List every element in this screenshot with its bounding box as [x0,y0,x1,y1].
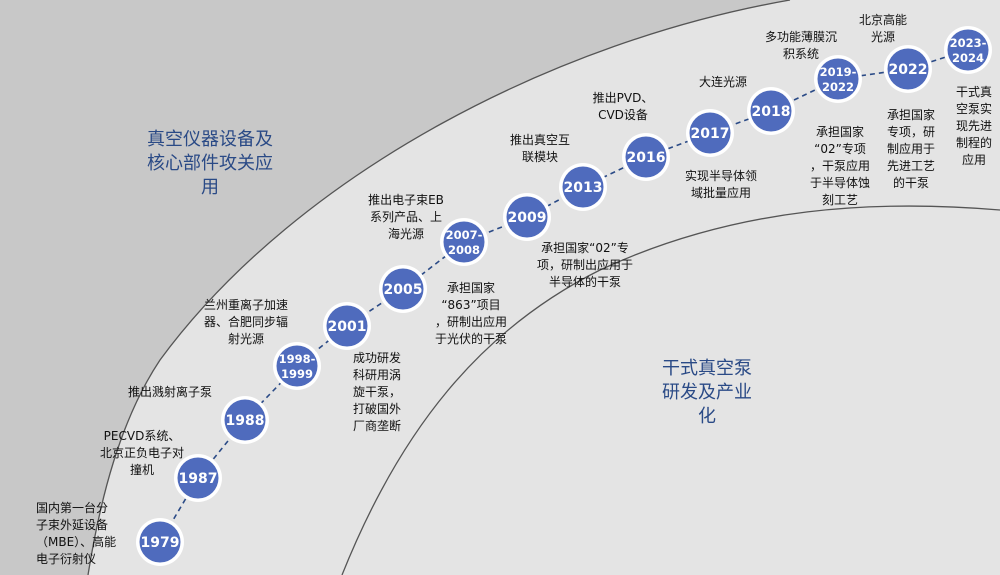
node-year-label: 2016 [627,150,666,166]
lower-curve [341,205,1000,575]
milestone-node-2018: 2018 [747,87,795,135]
node-circle [326,305,368,347]
note-1988: 推出溅射离子泵 [128,385,213,399]
zone-label-lower: 干式真空泵 研发及产业 化 [662,358,752,427]
node-circle [750,90,792,132]
note-2022: 多功能薄膜沉 积系统 [764,30,837,61]
note-2022-detail: 承担国家 专项，研 制应用于 先进工艺 的干泵 [886,108,935,190]
note-2016: 推出PVD、 CVD设备 [592,91,654,122]
node-year-label: 1998- [279,352,316,366]
milestone-node-1987: 1987 [174,454,222,502]
note-2017: 实现半导体领 域批量应用 [684,169,757,200]
node-circle [443,221,485,263]
note-2013: 推出真空互 联模块 [509,133,570,164]
node-circle [817,58,859,100]
node-year-label: 2024 [952,51,984,65]
node-circle [689,112,731,154]
milestone-node-1998-1999: 1998-1999 [273,342,321,390]
milestone-node-2009: 2009 [503,193,551,241]
node-year-label: 1987 [179,471,218,487]
note-1998-1999: 兰州重离子加速 器、合肥同步辐 射光源 [203,298,288,346]
node-circle [506,196,548,238]
node-circle [224,399,266,441]
node-year-label: 2019- [820,65,857,79]
node-circle [887,48,929,90]
node-circle [562,166,604,208]
node-year-label: 2013 [564,180,603,196]
node-year-label: 2008 [448,243,480,257]
milestone-node-2013: 2013 [559,163,607,211]
upper-band [0,0,790,575]
node-circle [276,345,318,387]
note-2001: 成功研发 科研用涡 旋干泵， 打破国外 厂商垄断 [352,351,401,433]
upper-curve [87,0,791,575]
node-circle [625,136,667,178]
node-circle [382,268,424,310]
node-circle [947,29,989,71]
note-1987: PECVD系统、 北京正负电子对 撞机 [99,429,184,477]
node-year-label: 2018 [752,104,791,120]
node-year-label: 2001 [328,319,367,335]
node-year-label: 2022 [889,62,928,78]
milestone-node-1988: 1988 [221,396,269,444]
node-year-label: 2022 [822,80,854,94]
milestone-node-2022: 2022 [884,45,932,93]
node-year-label: 2017 [691,126,730,142]
milestone-node-1979: 1979 [136,518,184,566]
zone-label-upper: 真空仪器设备及 核心部件攻关应 用 [147,129,273,198]
milestone-node-2017: 2017 [686,109,734,157]
milestone-node-2001: 2001 [323,302,371,350]
note-2005: 推出电子束EB 系列产品、上 海光源 [368,193,444,241]
note-1979: 国内第一台分 子束外延设备 （MBE）、高能 电子衍射仪 [36,501,117,566]
milestone-node-2005: 2005 [379,265,427,313]
note-2009: 承担国家“02”专 项，研制出应用于 半导体的干泵 [536,241,633,289]
milestone-node-2016: 2016 [622,133,670,181]
milestone-node-2007-2008: 2007-2008 [440,218,488,266]
node-year-label: 2007- [446,228,483,242]
node-year-label: 1988 [226,413,265,429]
note-2018: 大连光源 [698,75,747,89]
milestone-node-2023-2024: 2023-2024 [944,26,992,74]
note-2023-2024-detail: 干式真 空泵实 现先进 制程的 应用 [955,85,992,167]
node-year-label: 2023- [950,36,987,50]
node-year-label: 2009 [508,210,547,226]
node-year-label: 1999 [281,367,313,381]
node-circle [177,457,219,499]
node-circle [139,521,181,563]
note-2019-2022: 承担国家 “02”专项 ，干泵应用 于半导体蚀 刻工艺 [809,125,870,207]
node-year-label: 1979 [141,535,180,551]
node-year-label: 2005 [384,282,423,298]
milestone-node-2019-2022: 2019-2022 [814,55,862,103]
note-2023-2024: 北京高能 光源 [858,13,907,44]
note-2007-2008: 承担国家 “863”项目 ，研制出应用 于光伏的干泵 [434,281,507,346]
